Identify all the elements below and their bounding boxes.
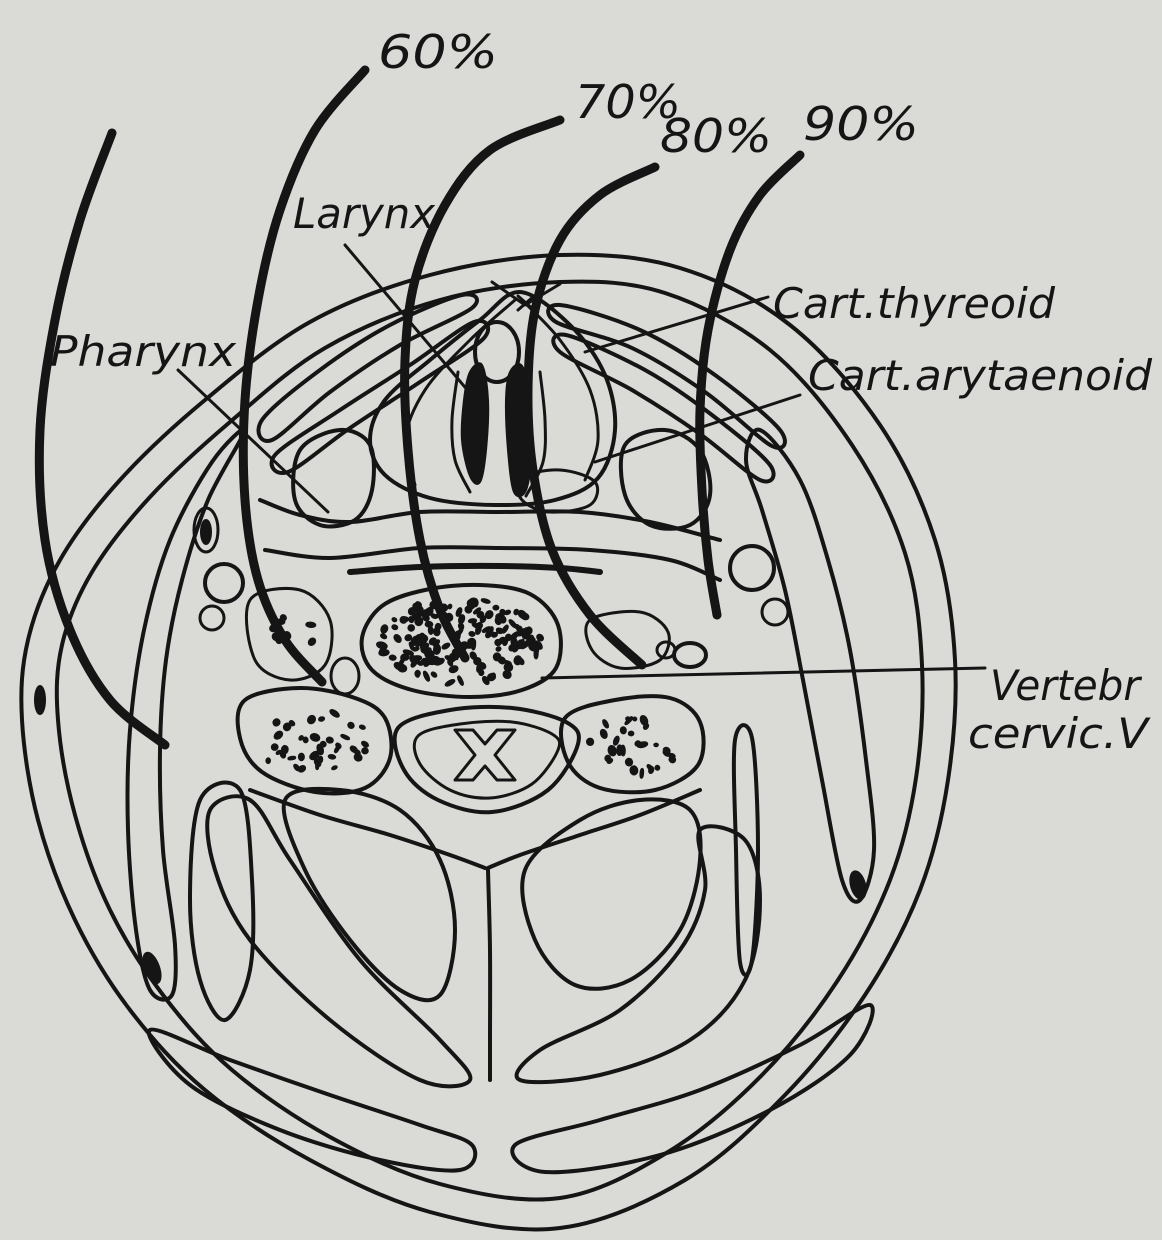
trabecular-dot bbox=[429, 627, 433, 634]
trabecular-dot bbox=[640, 769, 643, 778]
trabecular-dot bbox=[534, 647, 539, 653]
trabecular-dot bbox=[474, 657, 481, 664]
trabecular-dot bbox=[427, 607, 433, 613]
trabecular-dot bbox=[458, 623, 464, 630]
trabecular-dot bbox=[521, 640, 524, 648]
trabecular-dot bbox=[626, 717, 630, 721]
nuchal-midline bbox=[488, 870, 490, 1080]
isodose-label-90: 90% bbox=[803, 97, 919, 151]
trabecular-dot bbox=[415, 672, 420, 678]
left-skin-vessel-dark bbox=[35, 686, 45, 714]
trabecular-dot bbox=[617, 745, 622, 755]
trabecular-dot bbox=[288, 756, 295, 760]
trabecular-dot bbox=[319, 717, 325, 722]
trabecular-dot bbox=[435, 648, 440, 653]
trabecular-dot bbox=[496, 647, 501, 652]
trabecular-dot bbox=[493, 606, 498, 610]
label-pharynx: Pharynx bbox=[50, 327, 237, 376]
trabecular-dot bbox=[505, 610, 511, 615]
trabecular-dot bbox=[630, 766, 638, 775]
trabecular-dot bbox=[497, 629, 503, 633]
label-vertebra-line2: cervic.V bbox=[968, 709, 1151, 758]
trabecular-dot bbox=[586, 738, 594, 746]
trabecular-dot bbox=[419, 633, 424, 638]
trabecular-dot bbox=[408, 624, 415, 631]
trabecular-dot bbox=[526, 640, 532, 645]
trabecular-dot bbox=[514, 643, 520, 649]
trabecular-dot bbox=[389, 655, 396, 660]
trabecular-dot bbox=[633, 717, 637, 721]
trabecular-dot bbox=[266, 758, 270, 763]
trabecular-dot bbox=[495, 616, 502, 624]
trabecular-dot bbox=[648, 766, 654, 773]
trabecular-dot bbox=[400, 617, 407, 624]
trabecular-dot bbox=[281, 746, 288, 754]
trabecular-dot bbox=[328, 755, 335, 759]
isodose-label-60: 60% bbox=[378, 25, 498, 79]
label-vertebra-line1: Vertebr bbox=[990, 661, 1143, 710]
trabecular-dot bbox=[625, 758, 632, 766]
trabecular-dot bbox=[413, 604, 417, 609]
trabecular-dot bbox=[320, 741, 326, 747]
trabecular-dot bbox=[669, 753, 676, 758]
isodose-label-80: 80% bbox=[660, 109, 772, 163]
trabecular-dot bbox=[413, 613, 422, 618]
trabecular-dot bbox=[326, 737, 333, 743]
trabecular-dot bbox=[271, 743, 279, 751]
trabecular-dot bbox=[629, 731, 634, 735]
trabecular-dot bbox=[620, 727, 626, 734]
trabecular-dot bbox=[318, 756, 322, 762]
trabecular-dot bbox=[479, 670, 483, 675]
trabecular-dot bbox=[514, 609, 519, 615]
left-lateral-node-core bbox=[201, 520, 211, 544]
trabecular-dot bbox=[448, 604, 452, 609]
trabecular-dot bbox=[435, 624, 441, 630]
trabecular-dot bbox=[392, 625, 398, 630]
trabecular-dot bbox=[469, 619, 476, 623]
trabecular-dot bbox=[465, 606, 472, 613]
trabecular-dot bbox=[469, 631, 475, 636]
trabecular-dot bbox=[299, 754, 304, 761]
trabecular-dot bbox=[655, 765, 660, 770]
trabecular-dot bbox=[492, 632, 498, 637]
label-larynx: Larynx bbox=[293, 189, 436, 238]
trabecular-dot bbox=[654, 744, 658, 747]
trabecular-dot bbox=[359, 725, 365, 729]
trabecular-dot bbox=[413, 647, 419, 652]
trabecular-dot bbox=[431, 657, 436, 664]
trabecular-dot bbox=[421, 647, 425, 653]
trabecular-dot bbox=[362, 748, 369, 754]
trabecular-dot bbox=[306, 622, 315, 627]
label-cart-thyreoid: Cart.thyreoid bbox=[773, 279, 1055, 328]
trabecular-dot bbox=[514, 631, 524, 635]
trabecular-dot bbox=[392, 617, 397, 622]
label-cart-arytaenoid: Cart.arytaenoid bbox=[808, 351, 1152, 400]
